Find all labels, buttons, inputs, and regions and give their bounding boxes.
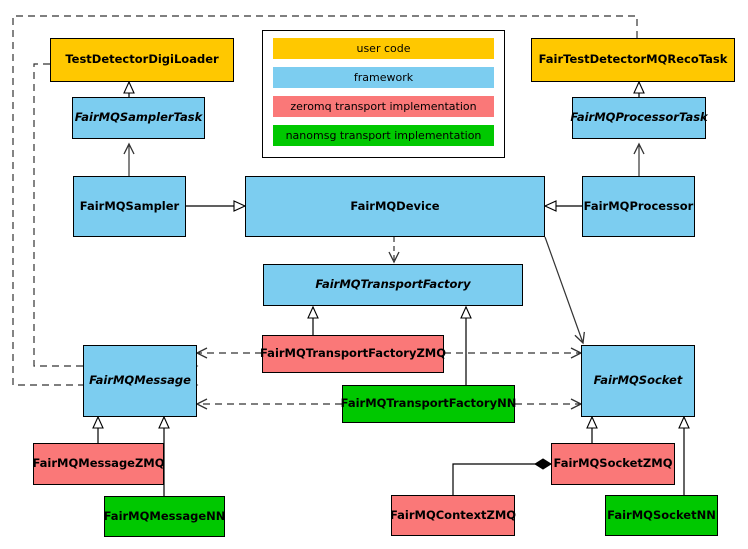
node-label: FairMQMessageNN <box>103 508 226 523</box>
node-label: FairMQMessageZMQ <box>32 456 165 471</box>
legend-label: nanomsg transport implementation <box>285 129 482 142</box>
legend-label: zeromq transport implementation <box>290 100 477 113</box>
node-label: FairMQSocket <box>593 373 683 388</box>
legend-item-zeromq: zeromq transport implementation <box>273 96 494 117</box>
node-label: TestDetectorDigiLoader <box>65 52 219 67</box>
node-fairmq-transport-factory-nn[interactable]: FairMQTransportFactoryNN <box>340 385 517 423</box>
edge-contextzmq-to-socketzmq <box>452 458 552 495</box>
node-label: FairMQSamplerTask <box>74 110 203 125</box>
node-fairmq-transport-factory[interactable]: FairMQTransportFactory <box>263 264 523 306</box>
node-label: FairMQTransportFactory <box>315 277 471 292</box>
node-label: FairMQTransportFactoryNN <box>340 396 517 411</box>
node-label: FairTestDetectorMQRecoTask <box>538 52 728 67</box>
node-fairmq-message-zmq[interactable]: FairMQMessageZMQ <box>32 443 165 485</box>
node-label: FairMQSocketZMQ <box>553 456 673 471</box>
legend-label: user code <box>356 42 411 55</box>
legend-label: framework <box>353 71 414 84</box>
node-fairmq-message-nn[interactable]: FairMQMessageNN <box>104 496 225 537</box>
node-fair-test-detector-mq-reco-task[interactable]: FairTestDetectorMQRecoTask <box>531 38 735 82</box>
node-fairmq-processor[interactable]: FairMQProcessor <box>582 176 695 237</box>
node-label: FairMQSampler <box>79 198 180 213</box>
node-fairmq-socket-zmq[interactable]: FairMQSocketZMQ <box>551 443 675 485</box>
node-fairmq-socket[interactable]: FairMQSocket <box>581 345 695 417</box>
node-fairmq-message[interactable]: FairMQMessage <box>83 345 197 417</box>
legend-item-framework: framework <box>273 67 494 88</box>
node-test-detector-digi-loader[interactable]: TestDetectorDigiLoader <box>50 38 234 82</box>
node-label: FairMQMessage <box>89 373 191 388</box>
node-label: FairMQTransportFactoryZMQ <box>260 346 447 361</box>
node-label: FairMQSocketNN <box>607 507 716 522</box>
node-fairmq-context-zmq[interactable]: FairMQContextZMQ <box>389 495 517 536</box>
node-label: FairMQProcessor <box>583 198 694 213</box>
legend-item-nanomsg: nanomsg transport implementation <box>273 125 494 146</box>
node-fairmq-sampler-task[interactable]: FairMQSamplerTask <box>72 97 205 139</box>
node-label: FairMQContextZMQ <box>389 507 517 522</box>
node-fairmq-transport-factory-zmq[interactable]: FairMQTransportFactoryZMQ <box>260 335 447 373</box>
edge-device-to-socket <box>544 236 585 345</box>
legend-item-user-code: user code <box>273 38 494 59</box>
node-fairmq-sampler[interactable]: FairMQSampler <box>73 176 186 237</box>
node-label: FairMQProcessorTask <box>570 110 708 125</box>
color-legend: user code framework zeromq transport imp… <box>262 30 505 158</box>
node-label: FairMQDevice <box>350 198 440 213</box>
node-fairmq-device[interactable]: FairMQDevice <box>245 176 545 237</box>
node-fairmq-processor-task[interactable]: FairMQProcessorTask <box>570 97 708 139</box>
node-fairmq-socket-nn[interactable]: FairMQSocketNN <box>605 495 718 536</box>
